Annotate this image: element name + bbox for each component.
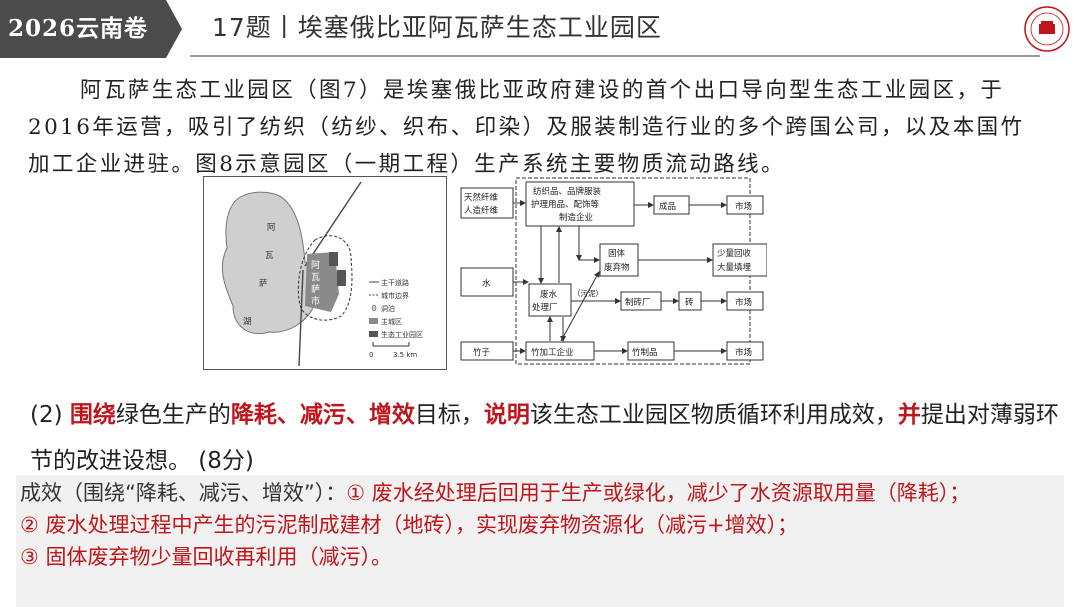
finished-goods: 成品: [659, 201, 676, 212]
answer-lead: 成效（围绕“降耗、减污、增效”）：: [20, 481, 347, 505]
keyword-explain: 说明: [483, 402, 530, 428]
city-char-3: 萨: [311, 284, 320, 295]
exam-tag: 2026云南卷: [0, 0, 182, 58]
raw-fiber-2: 人造纤维: [464, 205, 499, 216]
wastewater-1: 废水: [540, 289, 558, 300]
market-3: 市场: [735, 347, 752, 358]
answer-point-2: ② 废水处理过程中产生的污泥制成建材（地砖），实现废弃物资源化（减污+增效）；: [20, 513, 799, 537]
answer-point-3: ③ 固体废弃物少量回收再利用（减污）。: [20, 545, 392, 569]
bamboo-product: 竹制品: [632, 347, 658, 358]
scale-zero: 0: [369, 351, 373, 359]
figure-8-flow: 天然纤维 人造纤维 纺织品、品牌服装 护理用品、配饰等 制造企业 成品 市场 固…: [460, 177, 767, 365]
lake-char-2: 瓦: [265, 251, 274, 261]
legend-urban: 主城区: [381, 317, 402, 326]
legend-road: 主干道路: [381, 278, 409, 287]
market-2: 市场: [735, 297, 752, 308]
textile-firm-2: 护理用品、配饰等: [531, 199, 600, 210]
brick: 砖: [685, 297, 694, 308]
city-char-4: 市: [311, 295, 320, 307]
water: 水: [482, 278, 491, 289]
question-2: (2) 围绕绿色生产的降耗、减污、增效目标，说明该生态工业园区物质循环利用成效，…: [30, 402, 1059, 474]
figure-7-map: 阿 瓦 萨 湖 阿 瓦 萨 市 主干道路 城市边界 洞泊 主城区 生态工业园区 …: [203, 176, 447, 370]
answer-point-1: 成效（围绕“降耗、减污、增效”）：① 废水经处理后回用于生产或绿化，减少了水资源…: [20, 481, 971, 505]
recycle-2: 大量填埋: [717, 262, 752, 273]
raw-fiber-1: 天然纤维: [464, 192, 499, 203]
legend-lake: 洞泊: [381, 304, 395, 313]
lake-char-3: 萨: [259, 278, 268, 289]
keyword-goals: 降耗、减污、增效: [230, 402, 415, 428]
market-1: 市场: [735, 201, 752, 212]
keyword-and: 并: [897, 402, 921, 428]
answer-box: 成效（围绕“降耗、减污、增效”）：① 废水经处理后回用于生产或绿化，减少了水资源…: [16, 475, 1064, 607]
wastewater-2: 处理厂: [532, 302, 558, 313]
legend-boundary: 城市边界: [381, 291, 409, 300]
city-char-1: 阿: [311, 260, 320, 271]
textile-firm-3: 制造企业: [559, 212, 593, 223]
lake-char-4: 湖: [243, 317, 252, 327]
city-char-2: 瓦: [311, 272, 320, 283]
page-title: 17题丨埃塞俄比亚阿瓦萨生态工业园区: [212, 13, 662, 42]
bamboo: 竹子: [473, 347, 491, 358]
figures: 阿 瓦 萨 湖 阿 瓦 萨 市 主干道路 城市边界 洞泊 主城区 生态工业园区 …: [203, 176, 767, 370]
textile-firm-1: 纺织品、品牌服装: [533, 186, 602, 197]
keyword-around: 围绕: [69, 402, 116, 428]
solid-waste-2: 废弃物: [604, 262, 630, 273]
title-bar: 17题丨埃塞俄比亚阿瓦萨生态工业园区: [190, 0, 1040, 57]
intro-paragraph: 阿瓦萨生态工业园区（图7）是埃塞俄比亚政府建设的首个出口导向型生态工业园区，于2…: [28, 78, 1025, 177]
sludge: （污泥）: [573, 289, 603, 298]
legend-eco-park: 生态工业园区: [381, 330, 423, 339]
scale-label: 3.5 km: [393, 351, 417, 359]
school-seal-icon: [1024, 6, 1070, 52]
recycle-1: 少量回收: [717, 248, 752, 259]
bamboo-firm: 竹加工企业: [531, 347, 574, 358]
lake-char-1: 阿: [267, 223, 276, 233]
solid-waste-1: 固体: [608, 248, 626, 259]
brick-factory: 制砖厂: [625, 297, 651, 308]
